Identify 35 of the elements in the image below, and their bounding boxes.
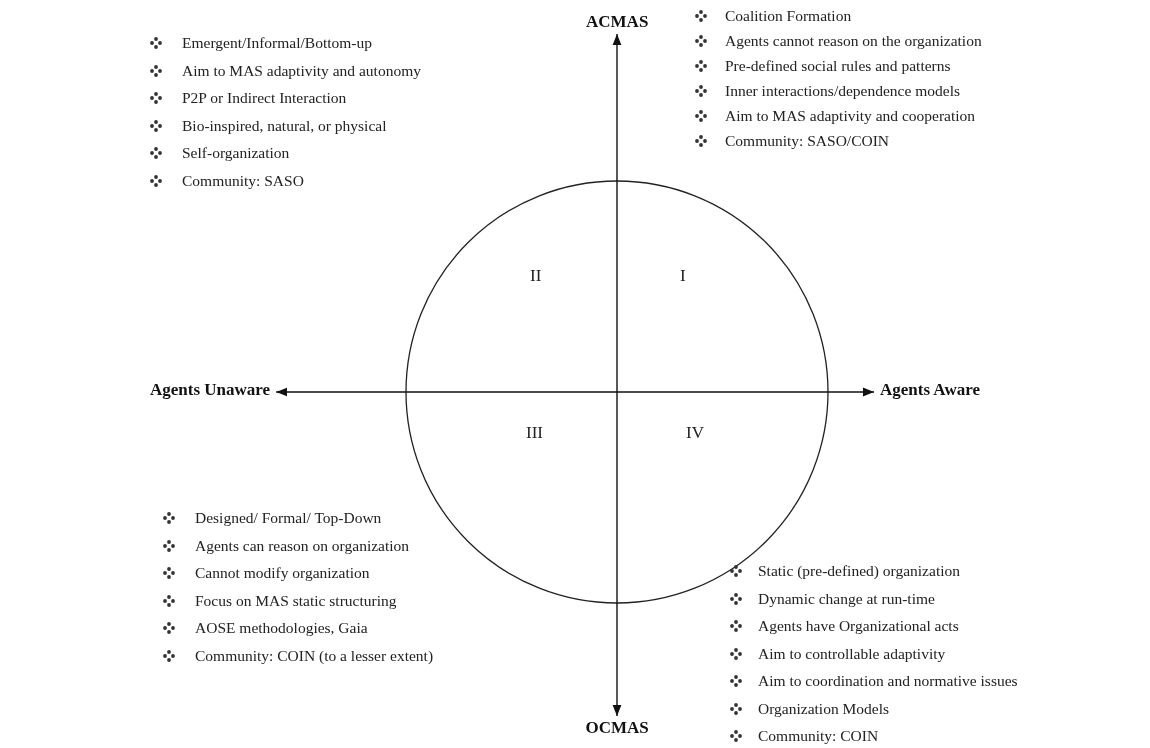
axis-arrow [612,33,622,717]
list-item: Community: SASO/COIN [725,131,890,151]
list-item: Self-organization [182,143,290,163]
list-item: Static (pre-defined) organization [758,561,960,581]
list-item: Organization Models [758,698,889,719]
list-item: AOSE methodologies, Gaia [195,618,368,638]
list-item: Focus on MAS static structuring [195,590,397,611]
list-item: Pre-defined social rules and patterns [725,56,951,76]
axis-label: Agents Unaware [150,380,271,400]
list-item: Community: COIN (to a lesser extent) [195,645,434,666]
list-item: Designed/ Formal/ Top-Down [195,508,382,528]
list-item: Community: SASO [182,170,304,191]
quadrant-numeral: IV [686,423,704,443]
list-item: Agents have Organizational acts [758,616,959,636]
list-item: Community: COIN [758,726,879,746]
quadrant-numeral: I [680,266,686,286]
list-item: Aim to coordination and normative issues [758,671,1018,691]
axis-label: OCMAS [585,718,649,738]
list-item: Aim to MAS adaptivity and autonomy [182,60,421,81]
list-item: Cannot modify organization [195,563,370,583]
list-item: Agents can reason on organization [195,535,410,556]
list-item: P2P or Indirect Interaction [182,88,347,108]
list-item: Emergent/Informal/Bottom-up [182,33,372,53]
axis-arrow [275,387,875,397]
axis-label: Agents Aware [880,380,980,400]
list-item: Agents cannot reason on the organization [725,31,982,51]
list-item: Bio-inspired, natural, or physical [182,115,387,136]
list-item: Inner interactions/dependence models [725,81,960,101]
quadrant-numeral: III [526,423,543,443]
list-item: Aim to MAS adaptivity and cooperation [725,106,976,126]
list-item: Aim to controllable adaptivity [758,643,946,664]
quadrant-numeral: II [530,266,542,286]
axis-label: ACMAS [586,12,649,32]
list-item: Coalition Formation [725,6,852,26]
list-item: Dynamic change at run-time [758,588,935,609]
